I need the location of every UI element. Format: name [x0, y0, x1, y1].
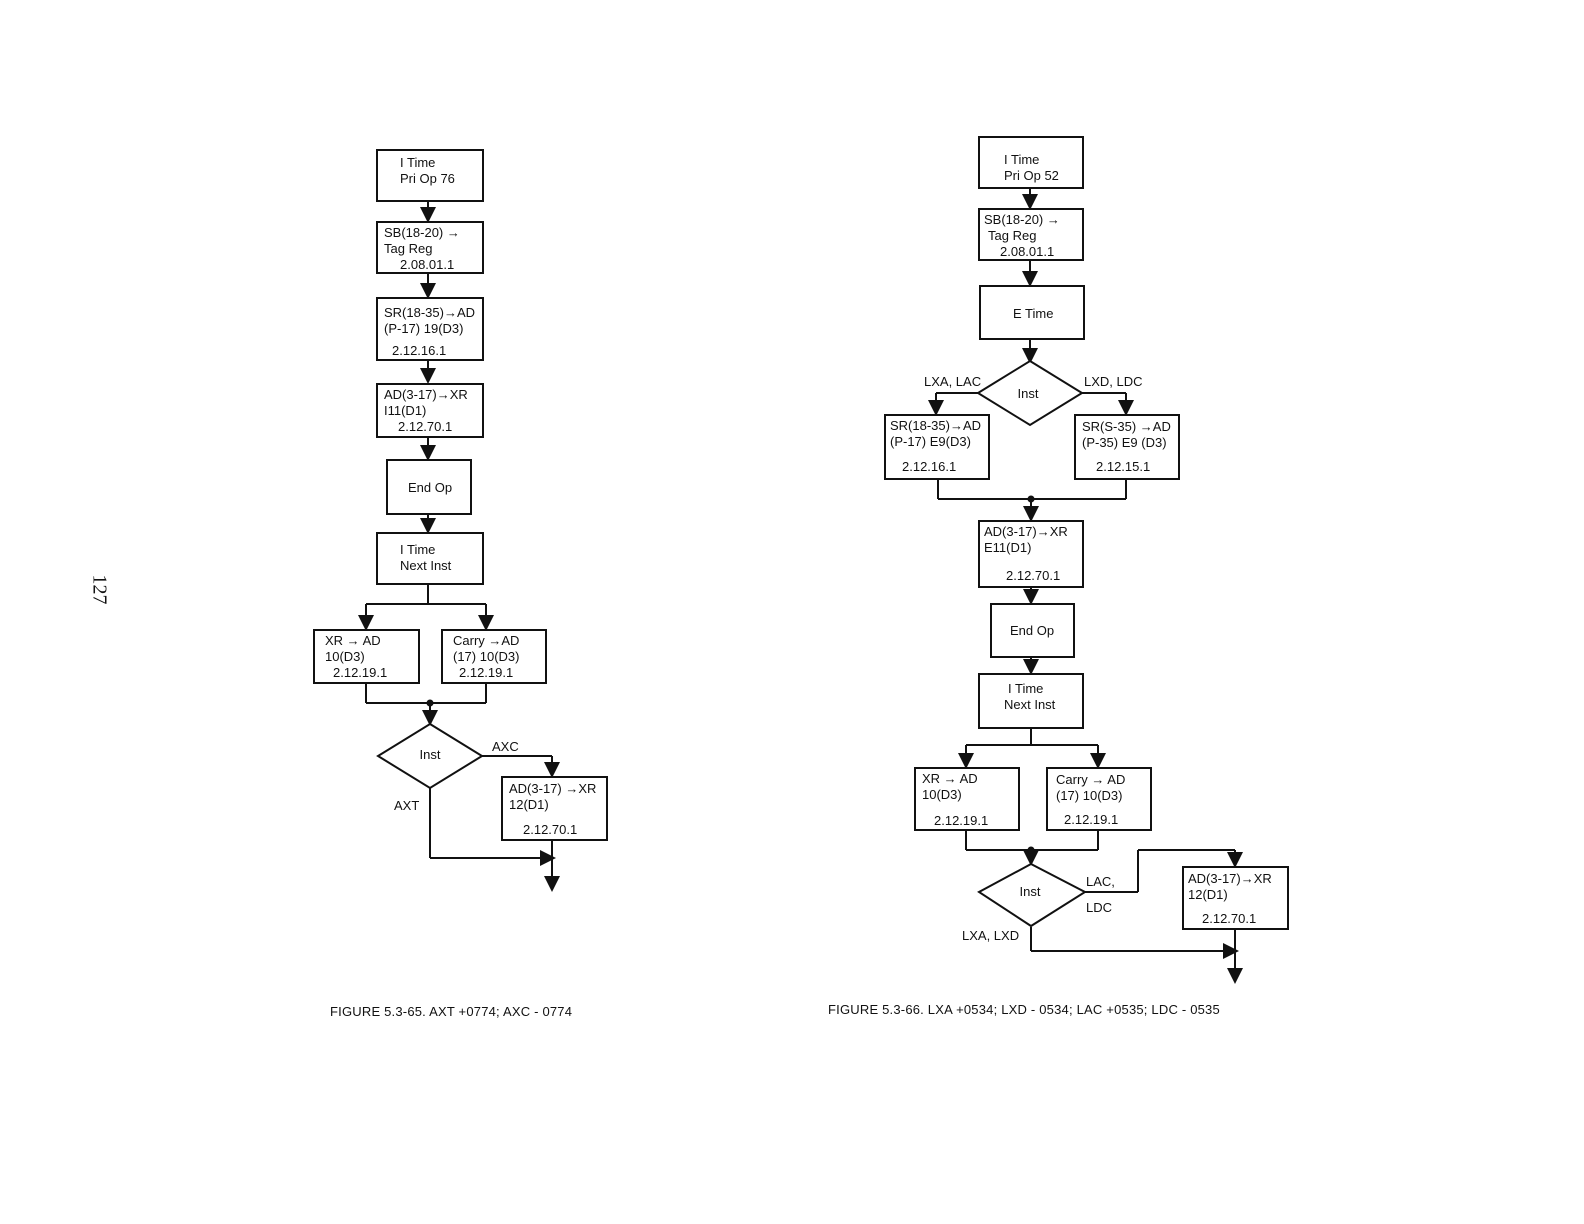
fig2-lxalac-label: LXA, LAC	[924, 374, 982, 389]
fig1-axc-label: AXC	[492, 739, 519, 754]
fig2-caption: FIGURE 5.3-66. LXA +0534; LXD - 0534; LA…	[828, 1002, 1220, 1017]
fig2-sr2-box: SR(S-35) →AD (P-35) E9 (D3) 2.12.15.1	[1074, 414, 1180, 480]
fig2-decision2-label: Inst	[1019, 884, 1041, 899]
fig1-endop-box: End Op	[386, 459, 472, 515]
fig2-itime-box: I Time Pri Op 52	[978, 136, 1084, 189]
fig2-carry-box: Carry → AD (17) 10(D3) 2.12.19.1	[1046, 767, 1152, 831]
decision-diamonds	[376, 359, 1088, 928]
fig2-etime-box: E Time	[979, 285, 1085, 340]
fig1-ad-box: AD(3-17)→XR I11(D1) 2.12.70.1	[376, 383, 484, 438]
fig2-sb-box: SB(18-20) → Tag Reg 2.08.01.1	[978, 208, 1084, 261]
fig2-sr1-box: SR(18-35)→AD (P-17) E9(D3) 2.12.16.1	[884, 414, 990, 480]
fig2-endop-box: End Op	[990, 603, 1075, 658]
fig1-carry-box: Carry →AD (17) 10(D3) 2.12.19.1	[441, 629, 547, 684]
fig1-sb-box: SB(18-20) → Tag Reg 2.08.01.1	[376, 221, 484, 274]
fig2-lxdldc-label: LXD, LDC	[1084, 374, 1143, 389]
fig2-inext-box: I Time Next Inst	[978, 673, 1084, 729]
fig2-xr-box: XR → AD 10(D3) 2.12.19.1	[914, 767, 1020, 831]
fig1-xr-box: XR → AD 10(D3) 2.12.19.1	[313, 629, 420, 684]
fig2-lxalxd-label: LXA, LXD	[962, 928, 1020, 943]
fig1-sr-box: SR(18-35)→AD (P-17) 19(D3) 2.12.16.1	[376, 297, 484, 361]
fig1-adxr-box: AD(3-17) →XR 12(D1) 2.12.70.1	[501, 776, 608, 841]
fig2-adxr-box: AD(3-17)→XR 12(D1) 2.12.70.1	[1182, 866, 1289, 930]
fig1-itime-box: I Time Pri Op 76	[376, 149, 484, 202]
fig1-decision-label: Inst	[419, 747, 441, 762]
fig1-inext-box: I Time Next Inst	[376, 532, 484, 585]
fig2-ad-box: AD(3-17)→XR E11(D1) 2.12.70.1	[978, 520, 1084, 588]
fig2-lac-label: LAC,	[1086, 874, 1115, 889]
fig2-ldc-label: LDC	[1086, 900, 1113, 915]
fig2-decision1-label: Inst	[1017, 386, 1039, 401]
fig1-axt-label: AXT	[394, 798, 420, 813]
fig1-caption: FIGURE 5.3-65. AXT +0774; AXC - 0774	[330, 1004, 573, 1019]
